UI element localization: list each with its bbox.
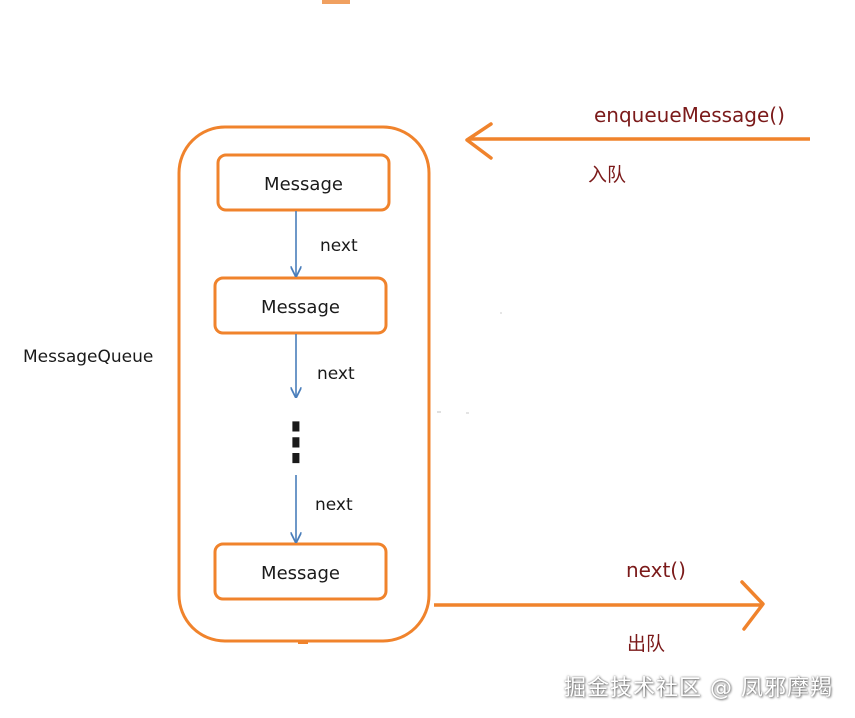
message-node-2: Message xyxy=(213,276,388,335)
container-bottom-tick xyxy=(298,640,308,644)
message-node-1: Message xyxy=(216,153,391,212)
enqueue-arrow-head xyxy=(465,122,493,160)
enqueue-method-label: enqueueMessage() xyxy=(594,103,785,127)
message-node-3: Message xyxy=(213,542,388,601)
queue-label: MessageQueue xyxy=(23,347,153,367)
scan-speck xyxy=(437,411,441,413)
scan-speck xyxy=(466,412,469,414)
dequeue-caption: 出队 xyxy=(627,633,665,655)
dequeue-arrow-head xyxy=(740,580,765,631)
watermark: 掘金技术社区 @ 凤邪摩羯 xyxy=(564,676,833,701)
next-link-label: next xyxy=(320,236,358,256)
scan-speck xyxy=(500,312,502,314)
message-label: Message xyxy=(261,297,340,318)
enqueue-caption: 入队 xyxy=(588,164,626,186)
ellipsis-marker: ⋮ xyxy=(276,412,316,475)
dequeue-method-label: next() xyxy=(626,558,686,582)
message-label: Message xyxy=(261,563,340,584)
top-edge-fragment xyxy=(322,0,350,4)
next-link-label: next xyxy=(315,495,353,515)
message-label: Message xyxy=(264,174,343,195)
next-link-label: next xyxy=(317,364,355,384)
